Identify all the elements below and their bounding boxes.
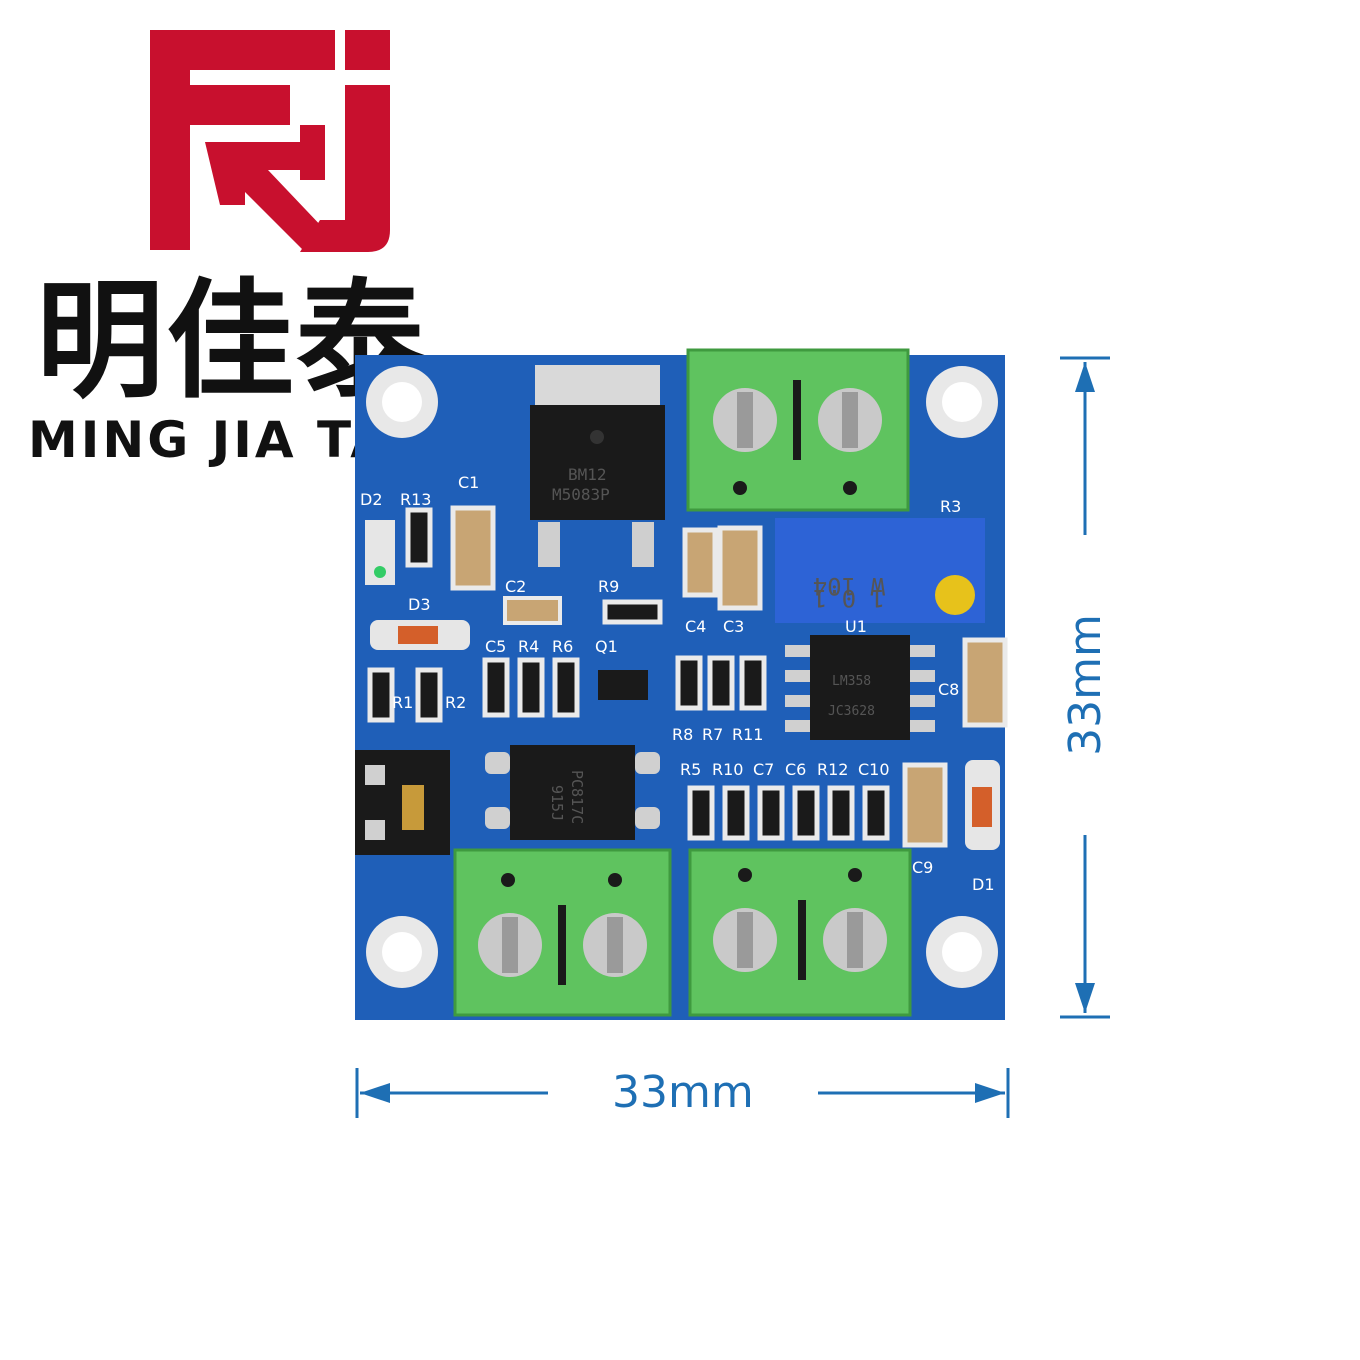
silk-r1: R1: [392, 693, 413, 712]
silk-r13: R13: [400, 490, 431, 509]
pcb-board: BM12 M5083P 1 0.1 W 104: [355, 348, 1008, 1020]
mounting-hole-bottom-right: [926, 916, 998, 988]
terminal-block-bottom-right: [688, 848, 912, 1017]
silk-c9: C9: [912, 858, 933, 877]
capacitor-c8: [962, 637, 1008, 728]
width-dimension-arrow: [355, 1068, 1010, 1118]
silk-r10: R10: [712, 760, 743, 779]
silk-d2: D2: [360, 490, 383, 509]
optocoupler-marking-2: 915J: [548, 785, 566, 821]
height-dimension-arrow: [1060, 356, 1110, 1019]
silk-c8: C8: [938, 680, 959, 699]
silk-r12: R12: [817, 760, 848, 779]
silk-r2: R2: [445, 693, 466, 712]
voltage-regulator: BM12 M5083P: [530, 365, 665, 567]
silk-c1: C1: [458, 473, 479, 492]
silk-u1: U1: [845, 617, 867, 636]
opamp-marking-2: JC3628: [828, 704, 875, 719]
potentiometer-marking-2: W 104: [813, 572, 885, 600]
optocoupler-marking-1: PC817C: [568, 770, 586, 824]
silk-r9: R9: [598, 577, 619, 596]
height-dimension-label: 33mm: [1060, 614, 1111, 756]
silk-c5: C5: [485, 637, 506, 656]
regulator-marking-1: BM12: [568, 465, 607, 484]
silk-c7: C7: [753, 760, 774, 779]
silk-r7: R7: [702, 725, 723, 744]
silk-c10: C10: [858, 760, 890, 779]
regulator-marking-2: M5083P: [552, 485, 610, 504]
terminal-block-bottom-left: [453, 848, 672, 1017]
mounting-hole-top-left: [366, 366, 438, 438]
silk-c2: C2: [505, 577, 526, 596]
silk-d1: D1: [972, 875, 995, 894]
logo-arrow-shape: [205, 125, 325, 252]
width-dimension-label: 33mm: [612, 1067, 754, 1118]
opamp-marking-1: LM358: [832, 674, 871, 689]
smd-resistor-array: [367, 507, 890, 841]
mounting-hole-bottom-left: [366, 916, 438, 988]
transistor-q1: [598, 670, 648, 700]
capacitor-c3: [717, 525, 763, 611]
silk-q1: Q1: [595, 637, 618, 656]
silk-r3: R3: [940, 497, 961, 516]
capacitor-c2: [503, 596, 562, 625]
optocoupler: PC817C 915J: [485, 745, 660, 840]
potentiometer-marking-1: 1 0.1: [813, 584, 885, 612]
capacitor-c4: [682, 527, 718, 598]
silk-r8: R8: [672, 725, 693, 744]
silk-c3: C3: [723, 617, 744, 636]
silk-r11: R11: [732, 725, 763, 744]
logo-f-shape: [150, 30, 335, 250]
jumper-header: [355, 750, 450, 855]
silk-r6: R6: [552, 637, 573, 656]
capacitor-c1: [450, 505, 496, 591]
silk-r4: R4: [518, 637, 539, 656]
potentiometer: 1 0.1 W 104: [775, 518, 985, 623]
opamp-u1: LM358 JC3628: [785, 635, 935, 740]
mounting-hole-top-right: [926, 366, 998, 438]
silk-c4: C4: [685, 617, 706, 636]
silk-r5: R5: [680, 760, 701, 779]
silk-c6: C6: [785, 760, 806, 779]
capacitor-c9: [902, 762, 948, 848]
mjt-logo-mark: [150, 30, 390, 252]
logo-j-shape: [300, 30, 390, 252]
silk-d3: D3: [408, 595, 431, 614]
terminal-block-top: [686, 348, 910, 512]
